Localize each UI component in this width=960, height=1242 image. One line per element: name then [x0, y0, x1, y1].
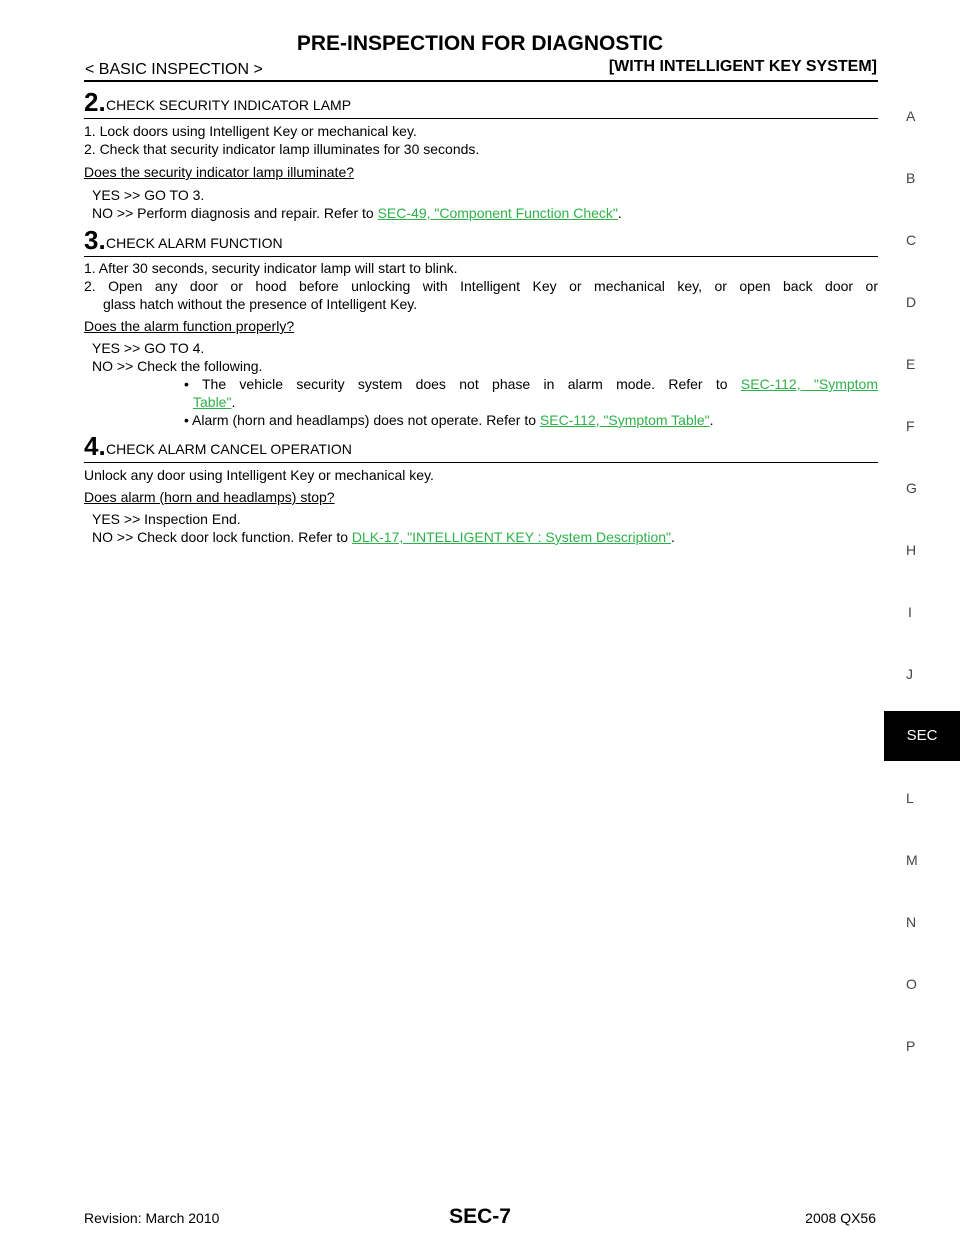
side-tab-d[interactable]: D	[906, 294, 917, 310]
no-answer-text: NO >> Perform diagnosis and repair. Refe…	[92, 205, 378, 221]
side-tab-a[interactable]: A	[906, 108, 916, 124]
no-answer: NO >> Perform diagnosis and repair. Refe…	[92, 204, 622, 222]
link-sec-112[interactable]: SEC-112, "Symptom	[740, 376, 879, 392]
header-divider	[84, 80, 878, 82]
punctuation: .	[671, 529, 675, 545]
side-tab-o[interactable]: O	[906, 976, 917, 992]
step-heading-4: 4. CHECK ALARM CANCEL OPERATION	[84, 432, 878, 463]
side-tab-n[interactable]: N	[906, 914, 917, 930]
side-tab-h[interactable]: H	[906, 542, 917, 558]
link-sec-112-symptom-table[interactable]: SEC-112, "Symptom Table"	[539, 412, 710, 428]
instruction-line: glass hatch without the presence of Inte…	[103, 296, 418, 312]
punctuation: .	[231, 394, 236, 410]
revision-date: Revision: March 2010	[84, 1210, 220, 1226]
instruction-line: 2. Open any door or hood before unlockin…	[84, 278, 878, 294]
bullet-text: • The vehicle security system does not p…	[184, 376, 741, 392]
side-tab-m[interactable]: M	[906, 852, 918, 868]
system-label: [WITH INTELLIGENT KEY SYSTEM]	[608, 58, 877, 75]
section-label: < BASIC INSPECTION >	[85, 61, 263, 78]
yes-answer: YES >> GO TO 4.	[92, 340, 205, 356]
link-sec-49[interactable]: SEC-49, "Component Function Check"	[377, 205, 618, 221]
diagnostic-question: Does the alarm function properly?	[84, 318, 295, 334]
link-dlk-17[interactable]: DLK-17, "INTELLIGENT KEY : System Descri…	[351, 529, 671, 545]
step-number: 3.	[84, 225, 106, 255]
step-heading-2: 2. CHECK SECURITY INDICATOR LAMP	[84, 88, 878, 119]
no-answer: NO >> Check the following.	[92, 358, 263, 374]
link-sec-112-continued[interactable]: Table"	[193, 394, 232, 410]
side-tab-e[interactable]: E	[906, 356, 916, 372]
instruction-line: Unlock any door using Intelligent Key or…	[84, 467, 434, 483]
punctuation: .	[709, 412, 714, 428]
yes-answer: YES >> Inspection End.	[92, 511, 241, 527]
side-tab-i[interactable]: I	[908, 604, 912, 620]
side-tab-l[interactable]: L	[906, 790, 914, 806]
bullet-text: • Alarm (horn and headlamps) does not op…	[184, 412, 540, 428]
instruction-line: 1. After 30 seconds, security indicator …	[84, 260, 458, 276]
bullet-item: • Alarm (horn and headlamps) does not op…	[184, 411, 714, 429]
bullet-item: • The vehicle security system does not p…	[184, 375, 878, 393]
side-tab-b[interactable]: B	[906, 170, 916, 186]
punctuation: .	[617, 205, 622, 221]
step-title: CHECK SECURITY INDICATOR LAMP	[106, 97, 352, 113]
side-tab-f[interactable]: F	[906, 418, 915, 434]
side-tab-sec-label: SEC	[906, 727, 938, 744]
instruction-line: 2. Check that security indicator lamp il…	[84, 141, 480, 157]
page-number: SEC-7	[449, 1205, 511, 1228]
step-heading-3: 3. CHECK ALARM FUNCTION	[84, 226, 878, 257]
side-tab-j[interactable]: J	[906, 666, 913, 682]
side-tab-p[interactable]: P	[906, 1038, 916, 1054]
step-title: CHECK ALARM CANCEL OPERATION	[106, 441, 352, 457]
step-title: CHECK ALARM FUNCTION	[106, 235, 283, 251]
side-tab-c[interactable]: C	[906, 232, 917, 248]
instruction-line: 1. Lock doors using Intelligent Key or m…	[84, 123, 417, 139]
yes-answer: YES >> GO TO 3.	[92, 187, 205, 203]
step-number: 4.	[84, 431, 106, 461]
side-tab-g[interactable]: G	[906, 480, 917, 496]
diagnostic-question: Does alarm (horn and headlamps) stop?	[84, 489, 335, 505]
no-answer: NO >> Check door lock function. Refer to…	[92, 528, 675, 546]
bullet-continuation: Table".	[193, 393, 235, 411]
vehicle-model: 2008 QX56	[805, 1210, 876, 1226]
no-answer-text: NO >> Check door lock function. Refer to	[92, 529, 352, 545]
page-title: PRE-INSPECTION FOR DIAGNOSTIC	[296, 32, 664, 55]
step-number: 2.	[84, 87, 106, 117]
diagnostic-question: Does the security indicator lamp illumin…	[84, 164, 355, 180]
side-tab-sec-active[interactable]: SEC	[884, 711, 960, 761]
